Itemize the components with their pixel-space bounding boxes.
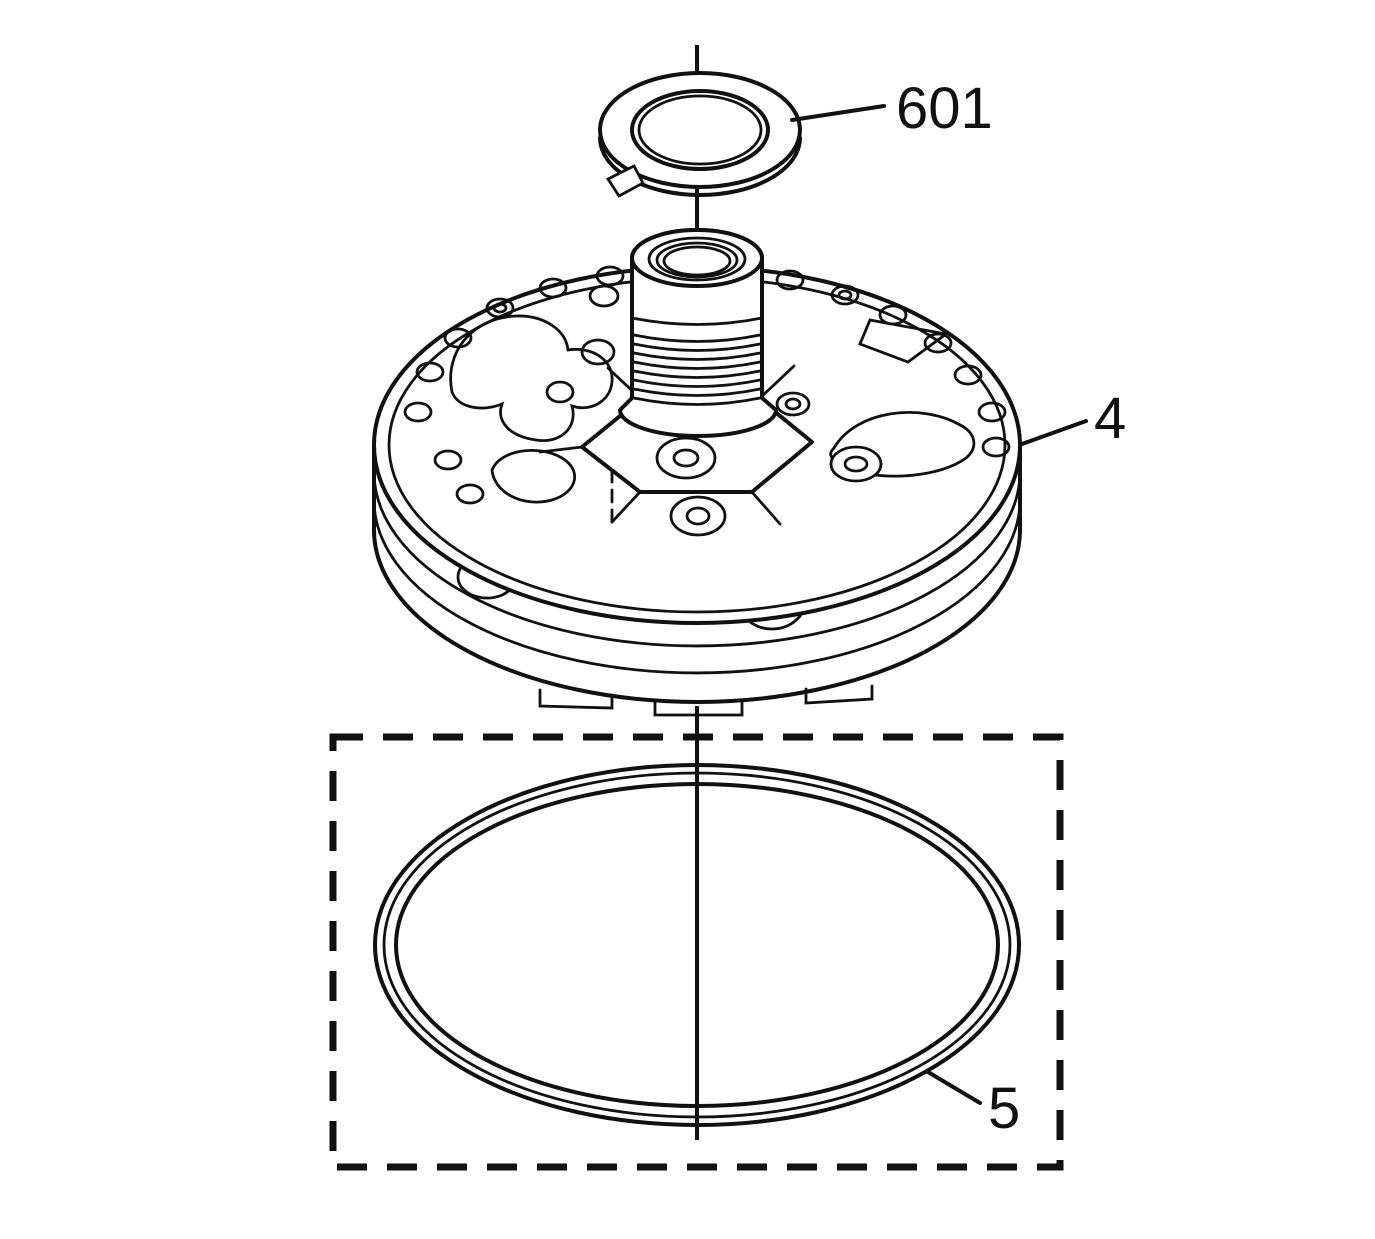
washer-tab [605,164,645,198]
pump-callout-label: 4 [1094,386,1126,451]
washer-callout-label: 601 [896,76,993,141]
pump-callout-leader [1020,419,1088,446]
pump-passages [449,284,976,527]
seal-callout-leader [926,1070,982,1105]
washer-callout-leader [790,104,886,122]
pump-hub [618,228,778,438]
seal-boundary-box [329,733,1064,1171]
o-ring-seal-drawing [373,763,1021,1127]
thrust-washer-drawing [598,71,802,198]
pump-bolt-holes [403,265,1011,505]
oil-pump-assembly-drawing [372,228,1022,717]
seal-callout-label: 5 [988,1076,1020,1141]
